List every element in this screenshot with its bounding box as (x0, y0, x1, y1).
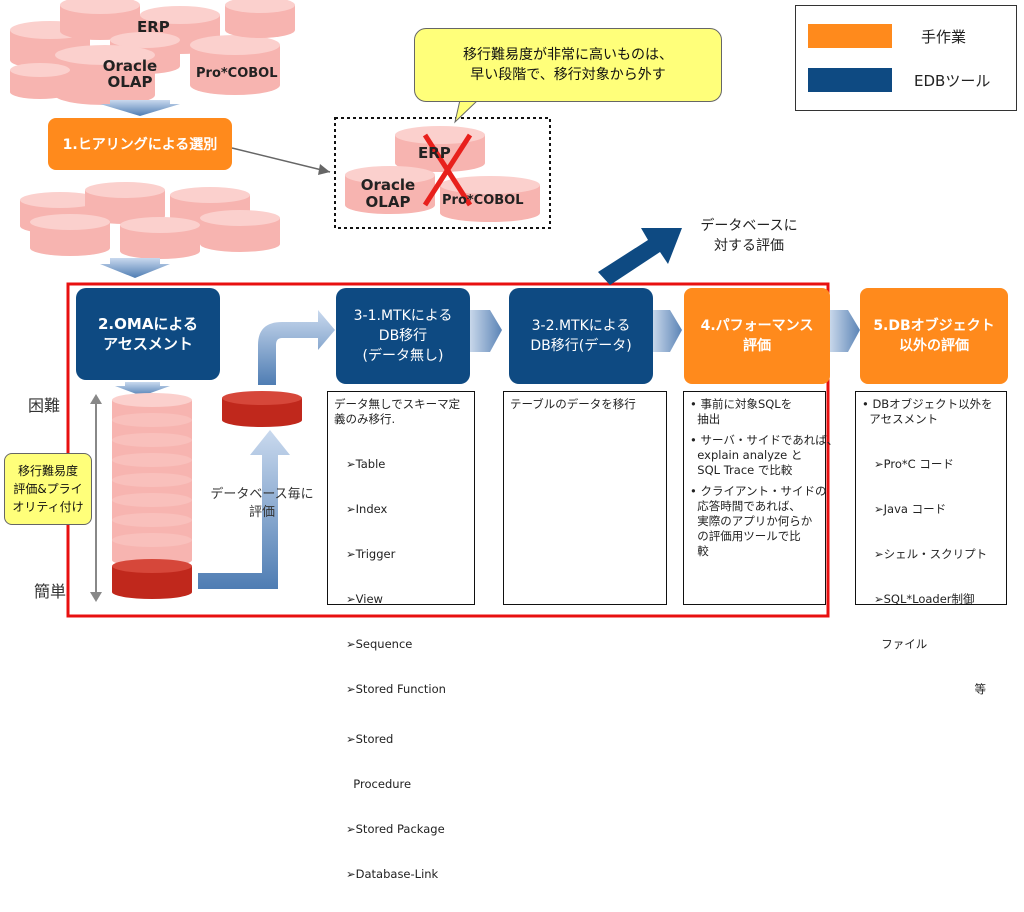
callout-line-2: 早い段階で、移行対象から外す (470, 67, 666, 83)
down-arrow-1 (100, 100, 180, 116)
excluded-x-mark (422, 133, 473, 207)
down-arrow-3 (115, 382, 170, 396)
curve-arrow-to-31 (258, 310, 335, 385)
detail-5-box: • DBオブジェクト以外を アセスメント ➢Pro*C コード ➢Java コー… (855, 391, 1007, 696)
per-db-eval-label: データベース毎に評価 (210, 487, 314, 520)
db-eval-label: データベースに対する評価 (700, 218, 798, 254)
legend-manual-swatch (808, 24, 892, 48)
connector-line (231, 147, 331, 173)
step2-oma-box[interactable]: 2.OMAによるアセスメント (76, 288, 220, 380)
difficulty-hard-label: 困難 (28, 396, 61, 415)
excluded-procobol-label: Pro*COBOL (442, 193, 524, 208)
legend-manual-label: 手作業 (921, 28, 967, 46)
legend-tool-label: EDBツール (914, 72, 991, 90)
detail-5-list: ➢Pro*C コード ➢Java コード ➢シェル・スクリプト ➢SQL*Loa… (874, 457, 988, 651)
down-arrow-2 (100, 258, 170, 278)
mid-db-cluster (20, 182, 280, 259)
diagram-canvas (10, 0, 860, 618)
db-eval-arrow (598, 228, 682, 285)
up-arrow-to-db (198, 430, 290, 589)
step1-hearing-box[interactable]: 1.ヒアリングによる選別 (48, 118, 232, 170)
detail-31-box: データ無しでスキーマ定 義のみ移行. ➢Table ➢Index ➢Trigge… (327, 391, 475, 881)
process-frame (66, 282, 830, 618)
excluded-db-cluster (345, 126, 540, 222)
detail-32-box: テーブルのデータを移行 (503, 391, 667, 605)
legend-box: 手作業 EDBツール (795, 5, 1017, 111)
arrow-32-4 (653, 310, 682, 352)
detail-31-list: ➢Table ➢Index ➢Trigger ➢View ➢Sequence ➢… (346, 457, 446, 881)
excluded-erp-label: ERP (418, 144, 451, 162)
arrow-4-5 (830, 310, 860, 352)
arrow-31-32 (470, 310, 502, 352)
callout-box: 移行難易度が非常に高いものは、 早い段階で、移行対象から外す (414, 28, 722, 102)
step4-performance-box[interactable]: 4.パフォーマンス評価 (684, 288, 830, 384)
callout-line-1: 移行難易度が非常に高いものは、 (463, 47, 673, 63)
detail-4-box: • 事前に対象SQLを 抽出 • サーバ・サイドであれば、 explain an… (683, 391, 838, 605)
step5-non-db-box[interactable]: 5.DBオブジェクト以外の評価 (860, 288, 1008, 384)
priority-note: 移行難易度評価&プライオリティ付け (4, 453, 92, 525)
top-procobol-label: Pro*COBOL (196, 66, 278, 81)
difficulty-easy-label: 簡単 (34, 582, 67, 601)
legend-tool-swatch (808, 68, 892, 92)
stacked-db-column (112, 393, 192, 599)
detail-5-etc: 等 (974, 682, 987, 696)
top-erp-label: ERP (137, 18, 170, 36)
selected-db (222, 391, 302, 427)
